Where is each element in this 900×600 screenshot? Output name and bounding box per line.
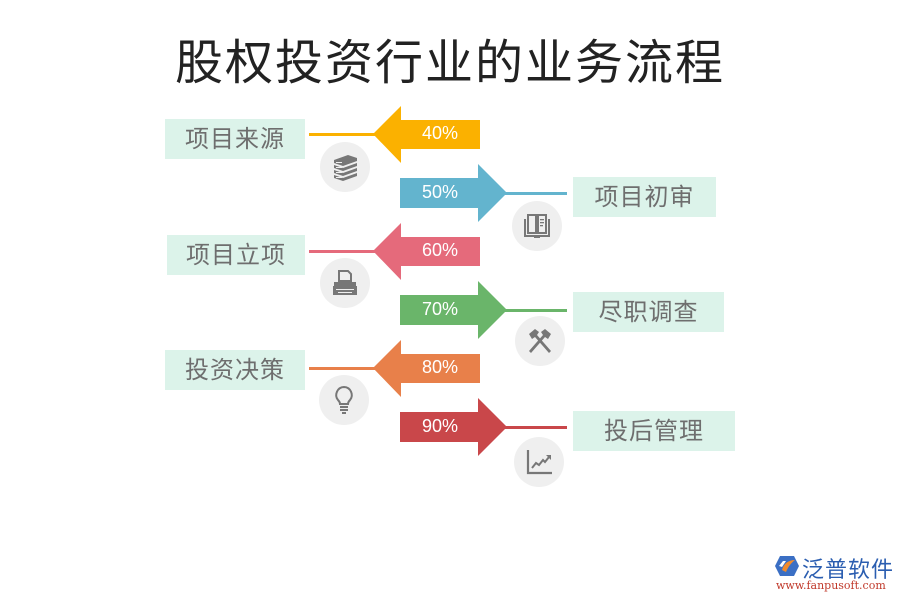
connector-line [505,309,567,312]
icon-circle [514,437,564,487]
percent-label: 60% [421,240,459,260]
connector-line [309,133,375,136]
arrow-right-90 [400,398,507,456]
percent-label: 90% [421,416,459,436]
icon-circle [512,201,562,251]
connector-line [505,192,567,195]
step-label-project-source: 项目来源 [165,119,305,159]
typewriter-icon [333,270,357,295]
arrow-right-50 [400,164,507,222]
arrow-left-40 [373,106,480,163]
connector-line [309,250,375,253]
arrow-right-70 [400,281,507,339]
arrow-left-80 [373,340,480,397]
brand-name: 泛普软件 [802,558,895,583]
brand-logo: 泛普软件 www.fanpusoft.com [770,552,895,596]
step-label-investment-decision: 投资决策 [165,350,305,390]
step-label-project-approval: 项目立项 [167,235,305,275]
percent-label: 50% [421,182,459,202]
icon-circle [515,316,565,366]
percent-label: 40% [421,123,459,143]
percent-label: 70% [421,299,459,319]
fanpu-logo-icon [775,556,799,576]
line-chart-icon [526,450,552,475]
step-label-due-diligence: 尽职调查 [573,292,724,332]
lightbulb-icon [335,385,353,414]
open-book-icon [524,214,550,238]
arrow-left-60 [373,223,480,280]
connector-line [505,426,567,429]
icon-circle [320,258,370,308]
icon-circle [319,375,369,425]
step-label-initial-review: 项目初审 [573,177,716,217]
step-label-post-investment: 投后管理 [573,411,735,451]
brand-url: www.fanpusoft.com [776,579,886,592]
connector-line [309,367,375,370]
percent-label: 80% [421,357,459,377]
books-icon [334,155,357,181]
hammers-icon [529,329,551,353]
icon-circle [320,142,370,192]
page-title: 股权投资行业的业务流程 [174,35,725,91]
